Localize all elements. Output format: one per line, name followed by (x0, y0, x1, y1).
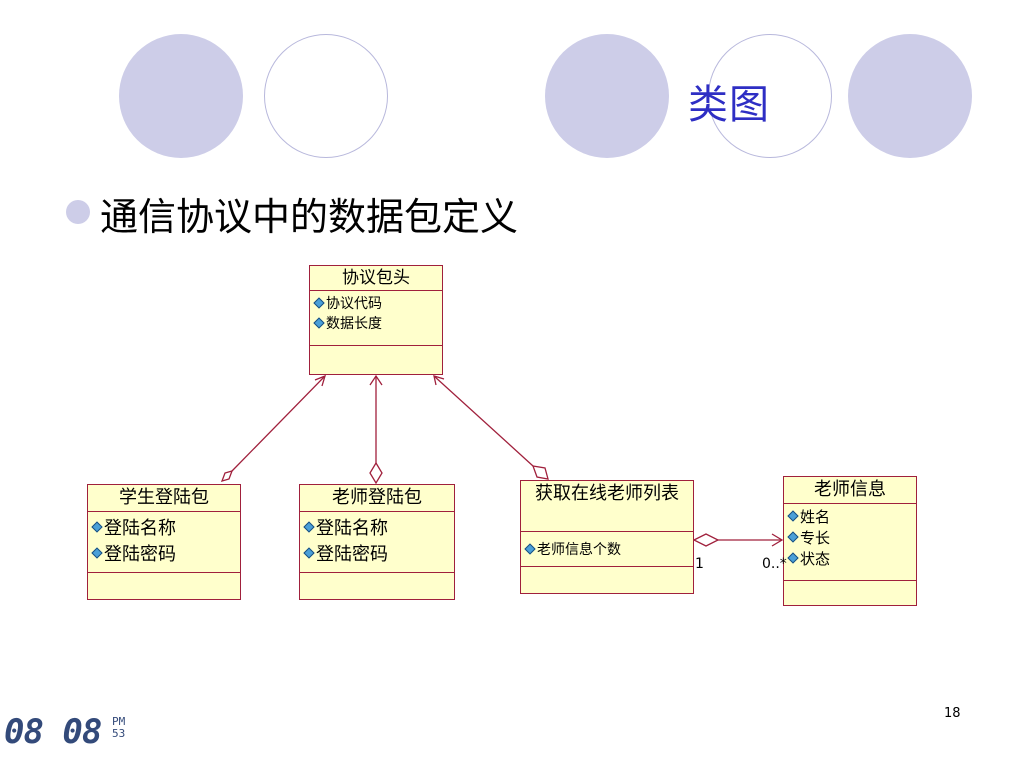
attribute-item: 老师信息个数 (524, 539, 688, 559)
generalization-line-onlinelist (433, 375, 534, 467)
multiplicity-target: 0..* (762, 556, 787, 572)
attribute-icon (524, 543, 536, 555)
attribute-icon (313, 317, 325, 330)
class-name: 学生登陆包 (88, 485, 240, 512)
clock-ampm: PM (112, 715, 126, 728)
class-teacher-login: 老师登陆包 登陆名称 登陆密码 (299, 484, 455, 600)
multiplicity-source: 1 (695, 556, 704, 572)
clock-seconds: 53 (112, 727, 126, 740)
attribute-item: 登陆密码 (303, 540, 449, 566)
attribute-icon (787, 552, 799, 564)
attribute-item: 状态 (787, 548, 911, 569)
class-name: 协议包头 (310, 266, 442, 292)
decor-circle-2 (264, 34, 388, 158)
attribute-icon (91, 520, 103, 533)
arrowhead-onlinelist (433, 375, 445, 386)
clock-overlay: 08 08 PM 53 (4, 712, 125, 752)
attribute-icon (313, 297, 325, 310)
attribute-item: 登陆密码 (91, 540, 235, 566)
class-attributes: 姓名 专长 状态 (784, 504, 916, 581)
class-attributes: 协议代码 数据长度 (310, 291, 442, 347)
class-name: 老师信息 (784, 477, 916, 504)
decor-circle-4 (708, 34, 832, 158)
page-number: 18 (944, 706, 961, 721)
aggregation-diamond (692, 533, 720, 547)
bullet-icon (66, 200, 90, 224)
attribute-icon (303, 546, 315, 559)
class-attributes: 登陆名称 登陆密码 (88, 512, 240, 573)
class-online-teacher-list: 获取在线老师列表 老师信息个数 (520, 480, 694, 594)
diamond-onlinelist (532, 465, 549, 480)
bullet-text: 通信协议中的数据包定义 (100, 195, 519, 239)
attribute-item: 协议代码 (313, 293, 437, 313)
attribute-icon (91, 546, 103, 559)
class-attributes: 老师信息个数 (521, 532, 693, 567)
decor-circle-3 (545, 34, 669, 158)
attribute-item: 专长 (787, 527, 911, 548)
class-protocol-header: 协议包头 协议代码 数据长度 (309, 265, 443, 375)
class-attributes: 登陆名称 登陆密码 (300, 512, 454, 573)
attribute-icon (303, 520, 315, 533)
decor-circle-1 (119, 34, 243, 158)
slide-title: 类图 (688, 82, 770, 128)
attribute-item: 数据长度 (313, 313, 437, 333)
attribute-icon (787, 510, 799, 522)
association-arrowhead (771, 533, 784, 547)
attribute-item: 登陆名称 (303, 514, 449, 540)
generalization-line-student (231, 375, 326, 472)
clock-small: PM 53 (112, 716, 125, 740)
arrowhead-teacher (369, 374, 383, 386)
diamond-teacher (369, 461, 383, 485)
attribute-item: 登陆名称 (91, 514, 235, 540)
class-name: 老师登陆包 (300, 485, 454, 512)
clock-time: 08 08 (4, 712, 102, 752)
class-name: 获取在线老师列表 (521, 481, 693, 532)
class-student-login: 学生登陆包 登陆名称 登陆密码 (87, 484, 241, 600)
attribute-item: 姓名 (787, 506, 911, 527)
arrowhead-student (314, 374, 327, 387)
decor-circle-5 (848, 34, 972, 158)
class-teacher-info: 老师信息 姓名 专长 状态 (783, 476, 917, 606)
attribute-icon (787, 531, 799, 543)
diamond-student (220, 470, 234, 482)
